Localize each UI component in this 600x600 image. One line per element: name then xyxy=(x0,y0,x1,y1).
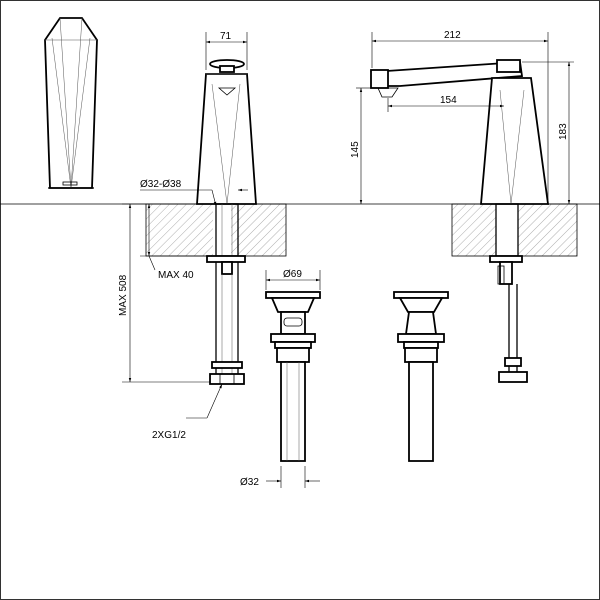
drain-front xyxy=(265,291,321,462)
dimension-faucet-width: 71 xyxy=(205,31,248,70)
dimension-max-deck-thickness: MAX 40 xyxy=(140,204,207,281)
dimension-drain-head: Ø69 xyxy=(265,269,321,290)
side-view xyxy=(369,59,578,383)
front-view xyxy=(145,59,287,385)
dim-32-label: Ø32 xyxy=(240,477,259,488)
dim-69-label: Ø69 xyxy=(283,269,302,280)
drain-side xyxy=(393,291,449,462)
dimension-max-hose-length: MAX 508 xyxy=(118,203,210,383)
dimension-spout-reach: 154 xyxy=(387,95,504,112)
dim-154-label: 154 xyxy=(440,95,457,106)
dimension-drain-pipe: Ø32 xyxy=(240,466,320,488)
dim-145-label: 145 xyxy=(350,141,361,158)
side-profile-view xyxy=(44,17,98,189)
dim-max40-label: MAX 40 xyxy=(158,270,194,281)
dimension-spout-length: 212 xyxy=(371,30,549,200)
dim-connection-label: 2XG1/2 xyxy=(152,430,186,441)
dim-212-label: 212 xyxy=(444,30,461,41)
dimension-connection: 2XG1/2 xyxy=(152,383,223,441)
dim-max508-label: MAX 508 xyxy=(118,274,129,316)
dim-hole-label: Ø32-Ø38 xyxy=(140,179,182,190)
dimension-total-height: 183 xyxy=(522,61,574,204)
dim-183-label: 183 xyxy=(558,123,569,140)
dim-71-label: 71 xyxy=(220,31,232,42)
dimension-hole-diameter: Ø32-Ø38 xyxy=(140,179,248,207)
dimension-height-to-spout: 145 xyxy=(350,87,372,204)
